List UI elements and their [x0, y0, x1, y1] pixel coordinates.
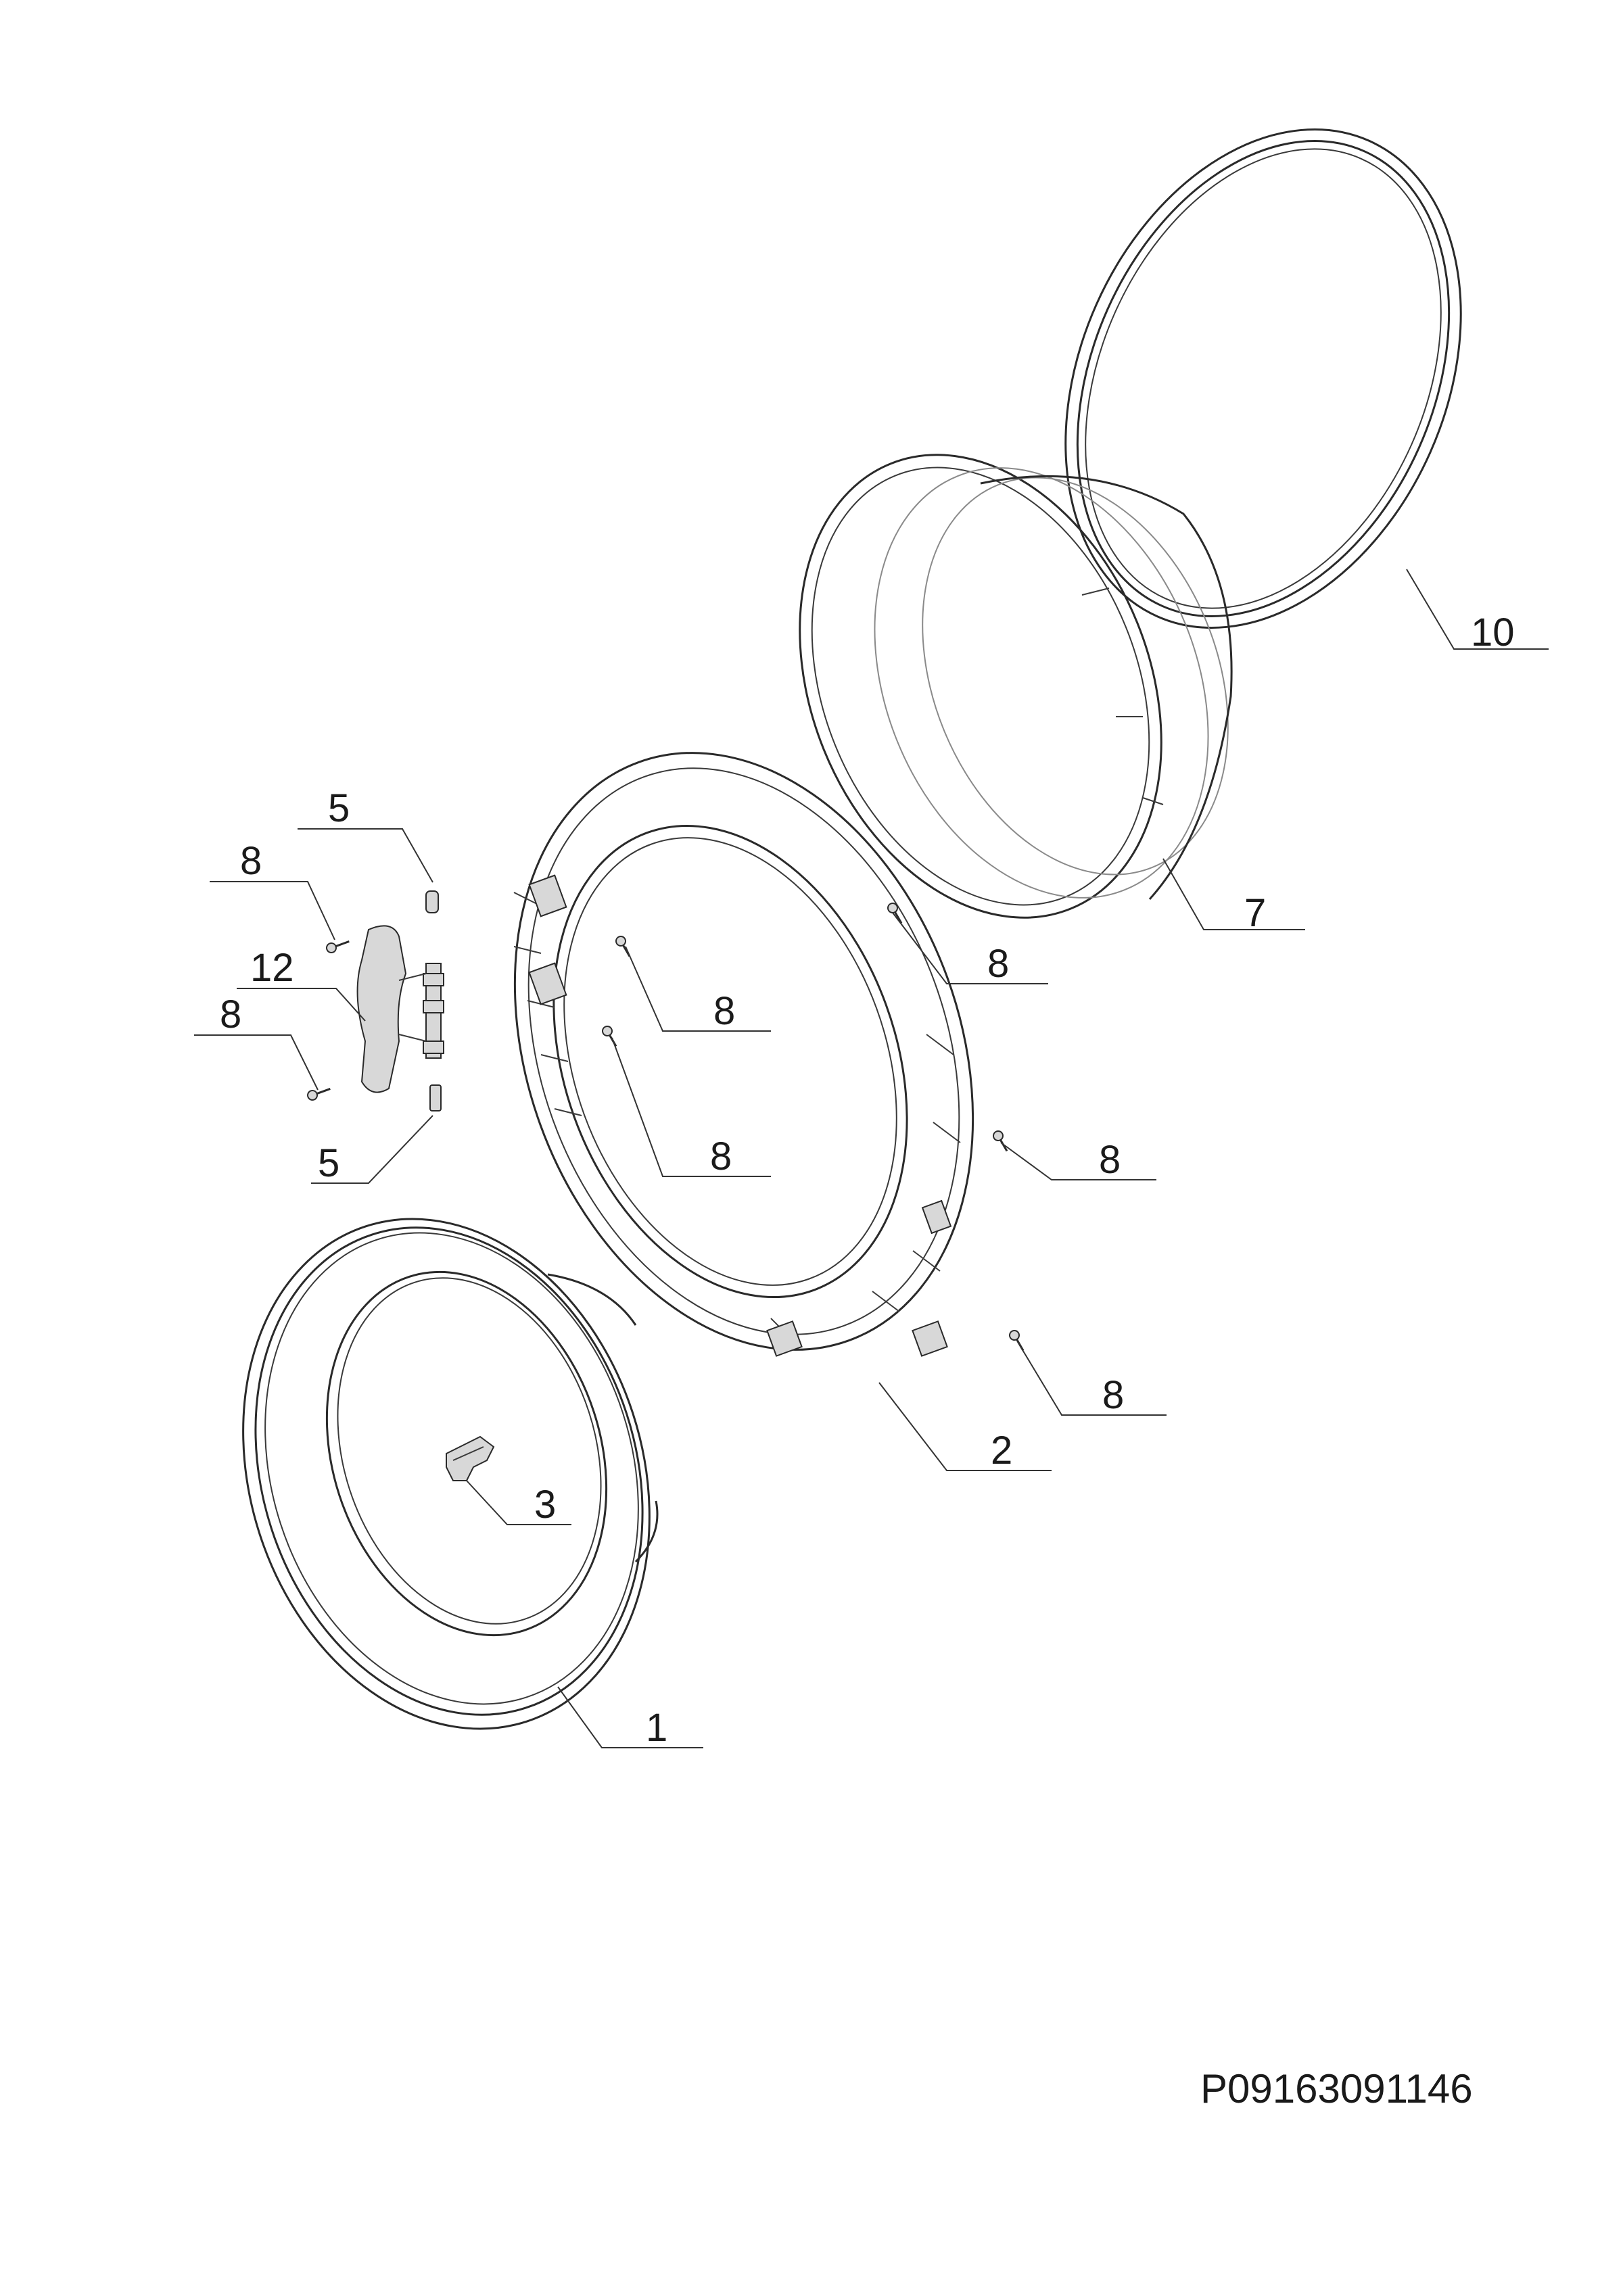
leader-8f	[1000, 1142, 1156, 1180]
leader-8b	[194, 1034, 319, 1091]
screw-icon	[326, 940, 350, 953]
screw-icon	[602, 1026, 617, 1047]
screw-icon	[1009, 1330, 1025, 1352]
leader-10	[1406, 569, 1549, 650]
part-5-pin-top	[425, 890, 439, 913]
callout-8-frame-inner-bottom: 8	[710, 1134, 732, 1178]
callout-8-frame-inner-top: 8	[713, 989, 735, 1033]
part-2-inner-door-frame	[513, 752, 974, 1357]
leader-lines	[194, 569, 1549, 1748]
part-12-hinge	[356, 925, 444, 1093]
part-3-latch-catch	[446, 1435, 495, 1481]
callout-3: 3	[534, 1483, 556, 1527]
callout-labels: 10 7 5 8 12 8 5 8 8 8 8 8 2 3 1	[220, 611, 1515, 1750]
leader-8d	[625, 946, 771, 1032]
leader-7	[1162, 858, 1305, 930]
callout-5-top: 5	[328, 786, 350, 830]
part-5-pin-bottom	[429, 1084, 442, 1111]
leader-8g	[1017, 1341, 1167, 1416]
callout-12: 12	[250, 946, 294, 990]
leader-1	[557, 1686, 703, 1748]
leader-2	[878, 1382, 1052, 1471]
screw-icon	[993, 1130, 1008, 1152]
callout-2: 2	[991, 1429, 1012, 1473]
part-10-door-seal	[1064, 128, 1462, 629]
callout-10: 10	[1471, 611, 1515, 654]
callout-8-hinge-bottom: 8	[220, 992, 241, 1036]
screw-icon	[307, 1088, 331, 1101]
leader-8c	[892, 912, 1048, 984]
part-1-outer-door-ring	[242, 1218, 659, 1730]
callout-7: 7	[1244, 891, 1266, 935]
part-7-glass-bowl	[799, 454, 1233, 919]
callout-8-frame-top-right: 8	[987, 942, 1009, 986]
callout-8-hinge-top: 8	[240, 839, 262, 883]
leader-8e	[611, 1037, 771, 1177]
callout-8-frame-right: 8	[1099, 1138, 1121, 1182]
leader-3	[466, 1480, 571, 1525]
screw-icon	[887, 903, 903, 924]
callout-8-frame-bottom-right: 8	[1102, 1373, 1124, 1417]
callout-5-bottom: 5	[318, 1141, 339, 1185]
leader-12	[237, 988, 366, 1022]
leader-8a	[210, 881, 335, 940]
document-code: P09163091146	[1200, 2066, 1473, 2111]
screw-icon	[615, 936, 631, 957]
callout-1: 1	[646, 1706, 667, 1750]
leader-5b	[311, 1115, 433, 1184]
leader-5a	[298, 828, 433, 883]
